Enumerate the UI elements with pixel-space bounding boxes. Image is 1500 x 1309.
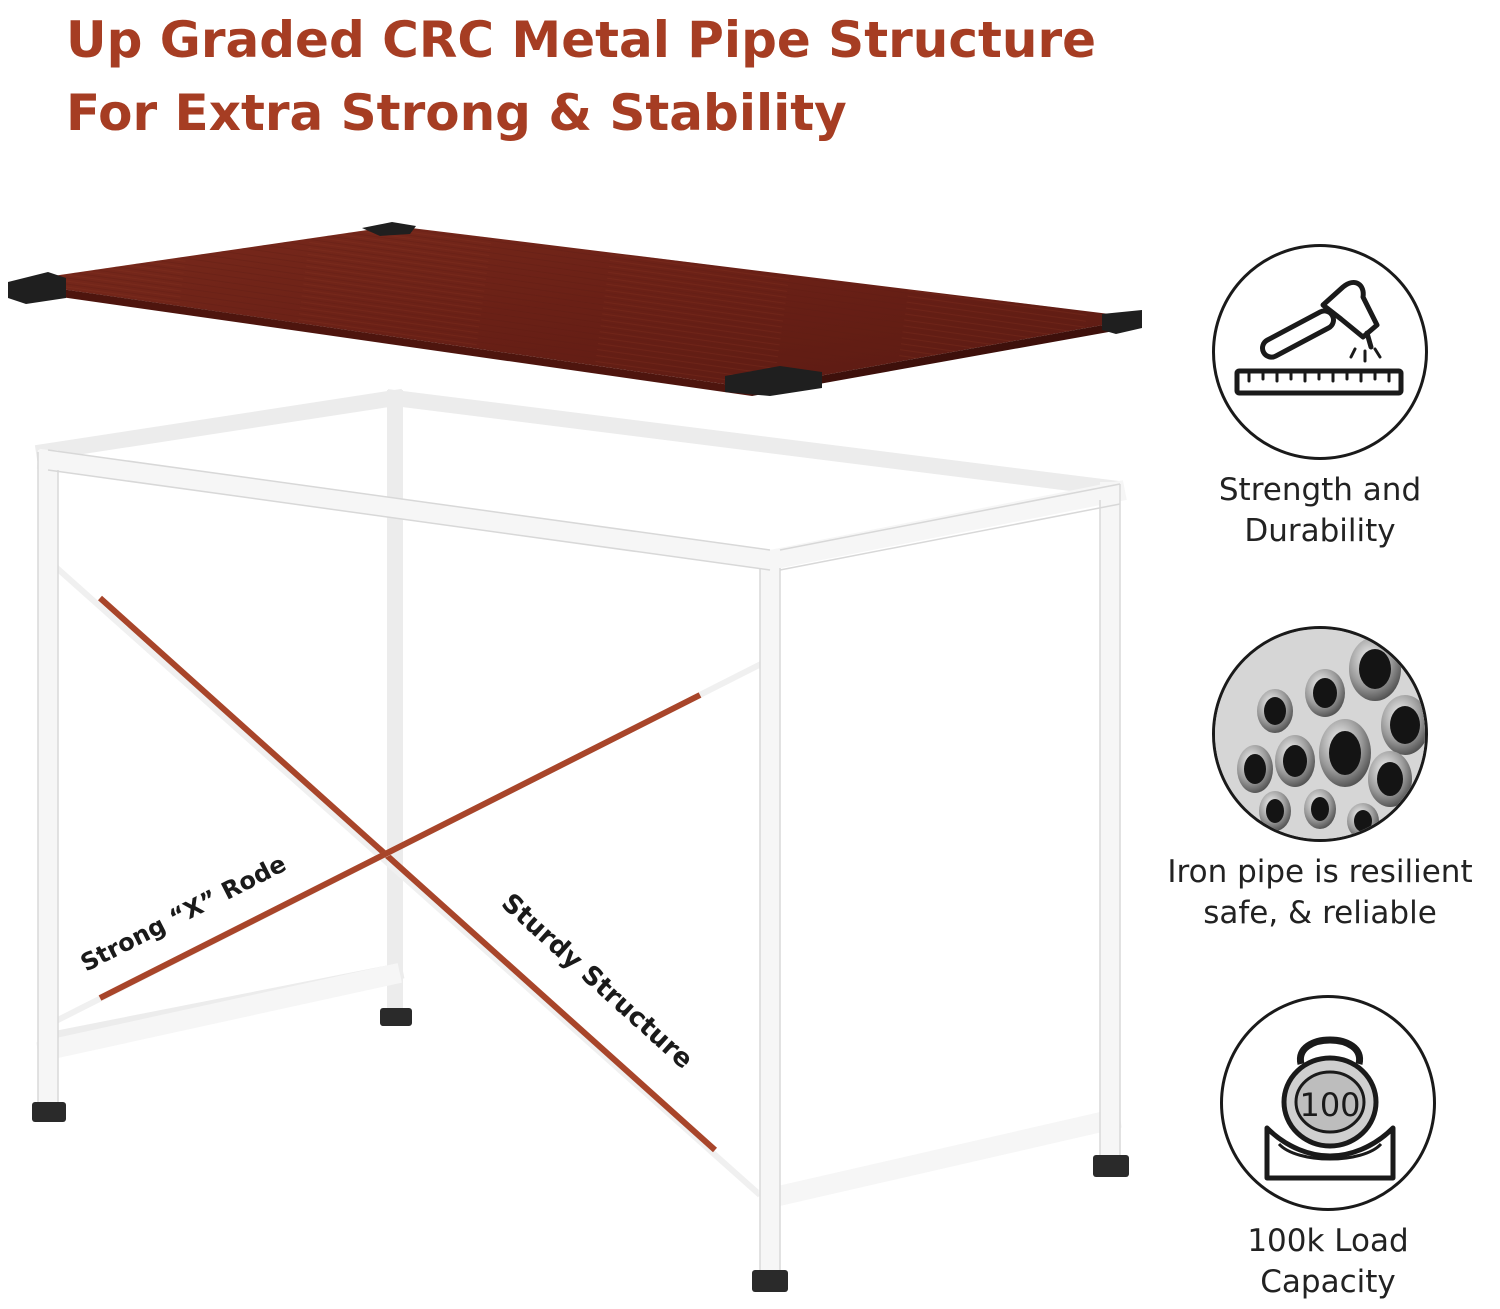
feature-iron-pipe-line-2: safe, & reliable — [1203, 895, 1437, 931]
tabletop — [8, 222, 1142, 396]
feature-load-capacity-circle: 100 — [1220, 995, 1436, 1211]
x-rods — [38, 550, 767, 1198]
desk-illustration: Strong “X” Rode Sturdy Structure — [8, 222, 1142, 1292]
feature-iron-pipe-label: Iron pipe is resilient safe, & reliable — [1140, 852, 1500, 934]
front-frame — [36, 448, 1127, 1285]
headline: Up Graded CRC Metal Pipe Structure For E… — [66, 4, 1206, 150]
feature-strength-label: Strength and Durability — [1160, 470, 1480, 552]
feature-iron-pipe-line-1: Iron pipe is resilient — [1167, 854, 1473, 890]
frame-outline — [37, 449, 1121, 1278]
kettlebell-icon: 100 — [1264, 1036, 1396, 1181]
feature-load-capacity-line-2: Capacity — [1260, 1264, 1396, 1300]
desk-feet — [32, 1008, 1129, 1292]
feature-load-capacity-line-1: 100k Load — [1247, 1223, 1409, 1259]
hammer-ruler-icon — [1234, 280, 1404, 396]
metal-pipes-icon — [1215, 629, 1425, 839]
feature-strength-line-2: Durability — [1244, 513, 1396, 549]
feature-iron-pipe: Iron pipe is resilient safe, & reliable — [1140, 626, 1500, 934]
kettlebell-weight-label: 100 — [1299, 1086, 1360, 1124]
feature-load-capacity-label: 100k Load Capacity — [1168, 1221, 1488, 1303]
feature-strength: Strength and Durability — [1160, 244, 1480, 552]
feature-load-capacity: 100 100k Load Capacity — [1168, 995, 1488, 1303]
feature-iron-pipe-circle — [1212, 626, 1428, 842]
headline-line-1: Up Graded CRC Metal Pipe Structure — [66, 11, 1097, 69]
feature-strength-line-1: Strength and — [1218, 472, 1422, 508]
feature-strength-circle — [1212, 244, 1428, 460]
headline-line-2: For Extra Strong & Stability — [66, 84, 847, 142]
